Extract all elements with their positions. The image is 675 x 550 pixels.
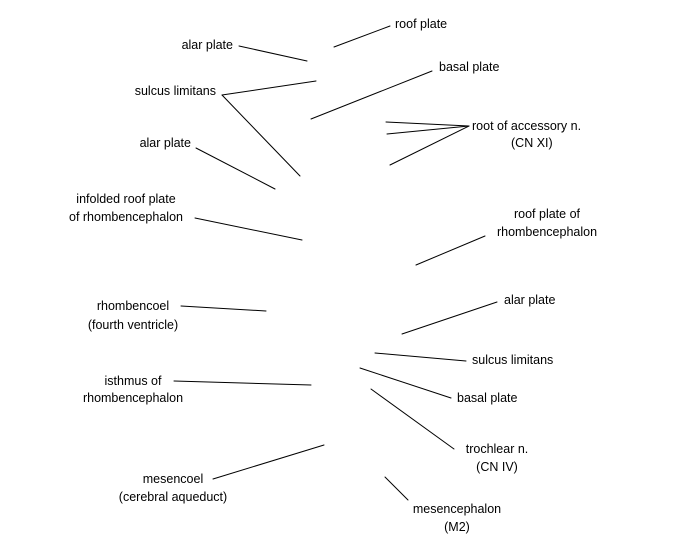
label-text: mesencephalon [413, 502, 501, 516]
label-roof-plate-rhombencephalon: roof plate of rhombencephalon [415, 207, 597, 266]
leader-line [415, 235, 486, 266]
label-text: rhombencephalon [83, 391, 183, 405]
leader-line [385, 121, 470, 127]
leader-line [374, 352, 467, 362]
leader-line [212, 444, 325, 480]
leader-line [370, 388, 455, 450]
leader-line [221, 94, 301, 177]
label-text: mesencoel [143, 472, 203, 486]
label-mesencoel: mesencoel (cerebral aqueduct) [119, 444, 325, 504]
leader-line [389, 125, 470, 166]
label-text: trochlear n. [466, 442, 529, 456]
leader-line [195, 147, 276, 190]
label-text: basal plate [457, 391, 518, 405]
label-basal-plate-low: basal plate [359, 367, 518, 405]
label-text: basal plate [439, 60, 500, 74]
leader-line [221, 80, 317, 96]
label-text: roof plate of [514, 207, 581, 221]
label-alar-plate-top: alar plate [182, 38, 308, 62]
label-sulcus-limitans-low: sulcus limitans [374, 352, 553, 367]
label-basal-plate-top: basal plate [310, 60, 500, 120]
leader-line [238, 45, 308, 62]
leader-line [359, 367, 452, 399]
label-text: (CN XI) [511, 136, 553, 150]
label-root-accessory-nerve: root of accessory n. (CN XI) [385, 119, 581, 166]
label-isthmus: isthmus of rhombencephalon [83, 374, 312, 405]
label-text: roof plate [395, 17, 447, 31]
leader-line [401, 301, 498, 335]
label-trochlear-nerve: trochlear n. (CN IV) [370, 388, 529, 474]
label-sulcus-limitans-top: sulcus limitans [135, 80, 317, 177]
label-text: (CN IV) [476, 460, 518, 474]
leader-line [180, 305, 267, 312]
label-infolded-roof-plate: infolded roof plate of rhombencephalon [69, 192, 303, 241]
label-text: alar plate [140, 136, 191, 150]
label-alar-plate-mid: alar plate [140, 136, 276, 190]
leader-line [386, 125, 470, 135]
label-text: isthmus of [105, 374, 162, 388]
label-text: sulcus limitans [472, 353, 553, 367]
leader-line [384, 476, 409, 501]
label-text: root of accessory n. [472, 119, 581, 133]
label-rhombencoel: rhombencoel (fourth ventricle) [88, 299, 267, 332]
label-text: rhombencoel [97, 299, 169, 313]
label-text: alar plate [182, 38, 233, 52]
label-text: alar plate [504, 293, 555, 307]
label-text: (cerebral aqueduct) [119, 490, 227, 504]
label-alar-plate-low: alar plate [401, 293, 555, 335]
label-text: (M2) [444, 520, 470, 534]
leader-line [310, 70, 433, 120]
label-roof-plate-top: roof plate [333, 17, 447, 48]
leader-line [333, 25, 391, 48]
label-text: (fourth ventricle) [88, 318, 178, 332]
label-text: sulcus limitans [135, 84, 216, 98]
label-text: of rhombencephalon [69, 210, 183, 224]
label-text: rhombencephalon [497, 225, 597, 239]
leader-line [173, 380, 312, 386]
leader-line [194, 217, 303, 241]
label-mesencephalon: mesencephalon (M2) [384, 476, 501, 534]
label-text: infolded roof plate [76, 192, 175, 206]
